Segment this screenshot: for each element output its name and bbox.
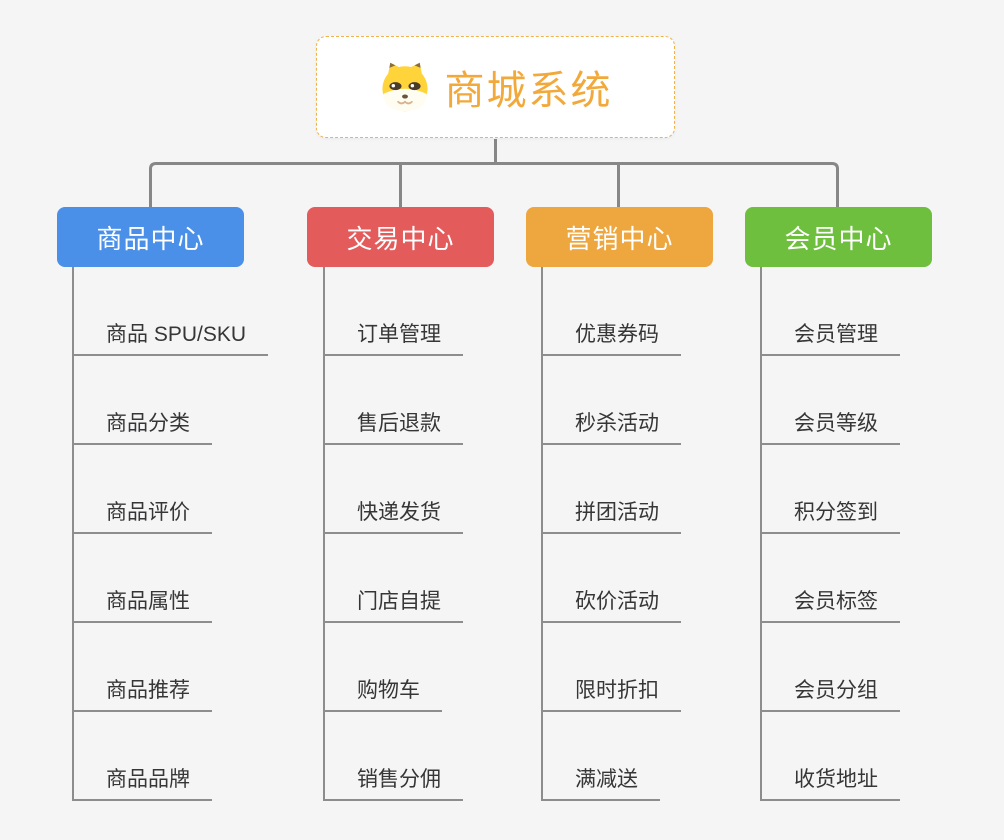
- leaf-topic: 限时折扣: [541, 678, 681, 712]
- leaf-flash-sale[interactable]: 秒杀活动: [541, 411, 681, 445]
- leaf-product-category[interactable]: 商品分类: [72, 411, 212, 445]
- leaf-topic: 拼团活动: [541, 500, 681, 534]
- leaf-topic: 商品分类: [72, 411, 212, 445]
- leaf-coupon-code[interactable]: 优惠券码: [541, 322, 681, 356]
- leaf-topic: 销售分佣: [323, 767, 463, 801]
- leaf-member-management[interactable]: 会员管理: [760, 322, 900, 356]
- leaf-sales-commission[interactable]: 销售分佣: [323, 767, 463, 801]
- dog-face-icon: [381, 62, 428, 112]
- leaf-product-recommend[interactable]: 商品推荐: [72, 678, 212, 712]
- leaf-topic: 会员分组: [760, 678, 900, 712]
- leaf-topic: 快递发货: [323, 500, 463, 534]
- leaf-topic: 会员等级: [760, 411, 900, 445]
- leaf-bargain-activity[interactable]: 砍价活动: [541, 589, 681, 623]
- leaf-store-pickup[interactable]: 门店自提: [323, 589, 463, 623]
- leaf-topic: 商品评价: [72, 500, 212, 534]
- leaf-product-brand[interactable]: 商品品牌: [72, 767, 212, 801]
- leaf-topic: 售后退款: [323, 411, 463, 445]
- leaf-topic: 商品推荐: [72, 678, 212, 712]
- leaf-topic: 商品属性: [72, 589, 212, 623]
- branch-label: 会员中心: [784, 223, 893, 254]
- leaf-topic: 购物车: [323, 678, 442, 712]
- leaf-product-spu-sku[interactable]: 商品 SPU/SKU: [72, 322, 269, 356]
- leaf-points-checkin[interactable]: 积分签到: [760, 500, 900, 534]
- branch-marketing-center[interactable]: 营销中心: [526, 207, 713, 267]
- branch-label: 营销中心: [565, 223, 674, 254]
- leaf-full-reduction[interactable]: 满减送: [541, 767, 660, 801]
- branch-member-center[interactable]: 会员中心: [745, 207, 932, 267]
- leaf-topic: 秒杀活动: [541, 411, 681, 445]
- leaf-member-group[interactable]: 会员分组: [760, 678, 900, 712]
- leaf-shopping-cart[interactable]: 购物车: [323, 678, 442, 712]
- leaf-shipping-address[interactable]: 收货地址: [760, 767, 900, 801]
- leaf-topic: 满减送: [541, 767, 660, 801]
- branch-product-center[interactable]: 商品中心: [57, 207, 244, 267]
- branch-label: 商品中心: [96, 223, 205, 254]
- branch-trade-center[interactable]: 交易中心: [307, 207, 494, 267]
- leaf-topic: 会员标签: [760, 589, 900, 623]
- leaf-topic: 砍价活动: [541, 589, 681, 623]
- root-title: 商城系统: [444, 69, 613, 113]
- leaf-order-management[interactable]: 订单管理: [323, 322, 463, 356]
- leaf-product-attribute[interactable]: 商品属性: [72, 589, 212, 623]
- leaf-member-tag[interactable]: 会员标签: [760, 589, 900, 623]
- leaf-limited-time-discount[interactable]: 限时折扣: [541, 678, 681, 712]
- leaf-topic: 商品 SPU/SKU: [72, 322, 269, 356]
- leaf-member-level[interactable]: 会员等级: [760, 411, 900, 445]
- leaf-topic: 收货地址: [760, 767, 900, 801]
- root-node-mall-system[interactable]: 商城系统: [316, 36, 675, 138]
- leaf-topic: 商品品牌: [72, 767, 212, 801]
- leaf-product-review[interactable]: 商品评价: [72, 500, 212, 534]
- leaf-topic: 优惠券码: [541, 322, 681, 356]
- leaf-express-delivery[interactable]: 快递发货: [323, 500, 463, 534]
- leaf-aftersale-refund[interactable]: 售后退款: [323, 411, 463, 445]
- leaf-topic: 会员管理: [760, 322, 900, 356]
- leaf-group-buy[interactable]: 拼团活动: [541, 500, 681, 534]
- branch-label: 交易中心: [346, 223, 455, 254]
- leaf-topic: 订单管理: [323, 322, 463, 356]
- leaf-topic: 积分签到: [760, 500, 900, 534]
- leaf-topic: 门店自提: [323, 589, 463, 623]
